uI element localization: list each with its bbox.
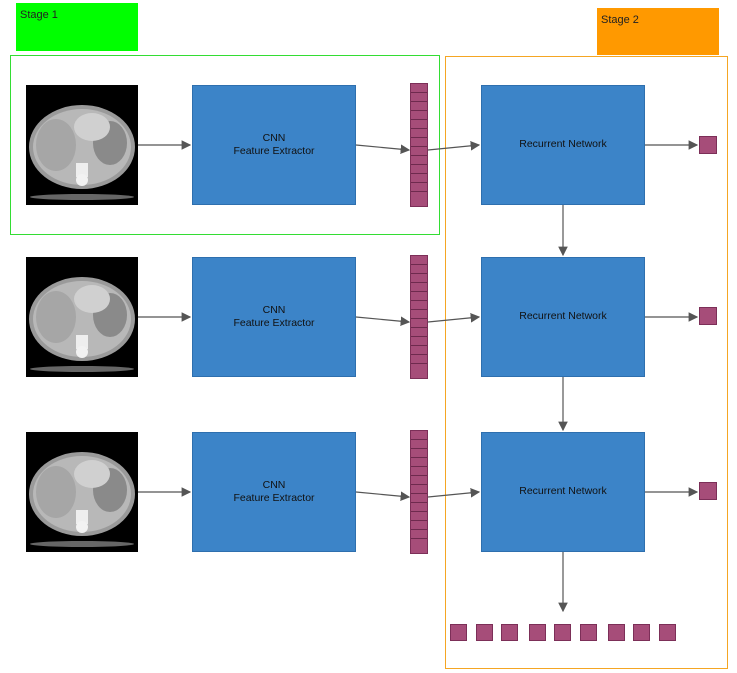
ct-scan-image-2 (26, 257, 138, 377)
feature-vector-cell (411, 431, 427, 440)
feature-vector-cell (411, 310, 427, 319)
stage2-label-box: Stage 2 (597, 8, 719, 55)
feature-vector-cell (411, 174, 427, 183)
feature-vector-cell (411, 84, 427, 93)
stage2-label: Stage 2 (601, 14, 639, 26)
cnn-label-line2: Feature Extractor (233, 317, 315, 329)
ct-scan-image-3 (26, 432, 138, 552)
cnn-feature-extractor-2: CNN Feature Extractor (192, 257, 356, 377)
feature-vector-cell (411, 265, 427, 274)
feature-vector-cell (411, 355, 427, 364)
feature-vector-2 (410, 255, 428, 379)
feature-vector-cell (411, 165, 427, 174)
feature-vector-cell (411, 102, 427, 111)
feature-vector-cell (411, 337, 427, 346)
feature-vector-cell (411, 503, 427, 512)
feature-vector-cell (411, 283, 427, 292)
feature-vector-cell (411, 120, 427, 129)
output-sequence-square (659, 624, 676, 641)
feature-vector-cell (411, 292, 427, 301)
output-sequence-square (580, 624, 597, 641)
arrow-cnn-to-vector-2 (355, 316, 411, 326)
feature-vector-cell (411, 256, 427, 265)
ct-scan-image-1 (26, 85, 138, 205)
feature-vector-cell (411, 147, 427, 156)
feature-vector-cell (411, 467, 427, 476)
feature-vector-cell (411, 301, 427, 310)
output-sequence-square (633, 624, 650, 641)
feature-vector-cell (411, 440, 427, 449)
arrow-cnn-to-vector-3 (355, 491, 411, 501)
output-square-2 (699, 307, 717, 325)
cnn-label-line1: CNN (262, 478, 286, 491)
output-sequence-square (554, 624, 571, 641)
output-sequence-square (450, 624, 467, 641)
cnn-label-line2: Feature Extractor (233, 492, 315, 504)
output-sequence-square (476, 624, 493, 641)
recurrent-network-3: Recurrent Network (481, 432, 645, 552)
rnn-label: Recurrent Network (519, 138, 607, 151)
feature-vector-cell (411, 319, 427, 328)
feature-vector-cell (411, 476, 427, 485)
feature-vector-cell (411, 346, 427, 355)
feature-vector-cell (411, 530, 427, 539)
cnn-label-line1: CNN (262, 131, 286, 144)
cnn-feature-extractor-1: CNN Feature Extractor (192, 85, 356, 205)
feature-vector-cell (411, 449, 427, 458)
feature-vector-cell (411, 274, 427, 283)
cnn-label-line1: CNN (262, 303, 286, 316)
feature-vector-cell (411, 129, 427, 138)
feature-vector-cell (411, 485, 427, 494)
output-square-1 (699, 136, 717, 154)
feature-vector-cell (411, 183, 427, 192)
feature-vector-1 (410, 83, 428, 207)
rnn-label: Recurrent Network (519, 485, 607, 498)
cnn-label-line2: Feature Extractor (233, 145, 315, 157)
stage1-label: Stage 1 (20, 9, 58, 21)
output-sequence-square (608, 624, 625, 641)
stage1-label-box: Stage 1 (16, 3, 138, 51)
recurrent-network-2: Recurrent Network (481, 257, 645, 377)
stage2-border (445, 56, 728, 669)
feature-vector-cell (411, 156, 427, 165)
rnn-label: Recurrent Network (519, 310, 607, 323)
feature-vector-cell (411, 111, 427, 120)
feature-vector-cell (411, 494, 427, 503)
cnn-feature-extractor-3: CNN Feature Extractor (192, 432, 356, 552)
output-sequence-square (501, 624, 518, 641)
feature-vector-cell (411, 512, 427, 521)
output-square-3 (699, 482, 717, 500)
feature-vector-cell (411, 93, 427, 102)
feature-vector-cell (411, 458, 427, 467)
feature-vector-cell (411, 138, 427, 147)
feature-vector-3 (410, 430, 428, 554)
recurrent-network-1: Recurrent Network (481, 85, 645, 205)
feature-vector-cell (411, 521, 427, 530)
output-sequence-square (529, 624, 546, 641)
feature-vector-cell (411, 328, 427, 337)
